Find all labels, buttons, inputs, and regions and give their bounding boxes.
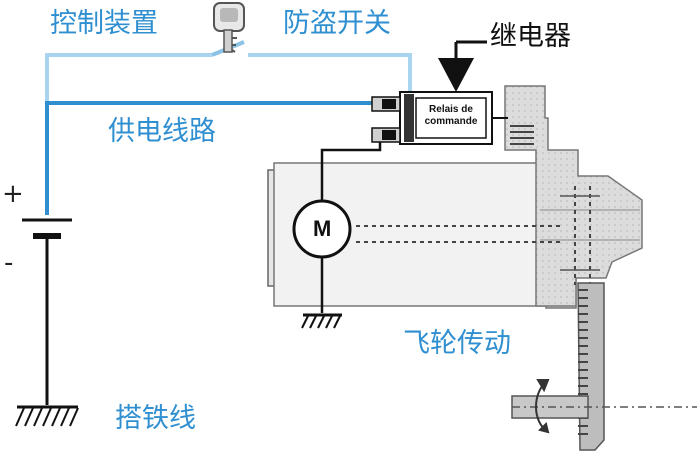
supply-line-label: 供电线路 <box>108 116 216 147</box>
motor-wiring <box>320 142 382 313</box>
battery-positive-sign: + <box>2 179 24 209</box>
battery-negative-sign: - <box>4 248 14 278</box>
relay-box-text: Relais de commande <box>416 104 486 128</box>
relay-arrow-icon <box>438 40 487 92</box>
flywheel-gear <box>511 282 697 451</box>
ground-wire-label: 搭铁线 <box>115 403 196 434</box>
supply-wire <box>45 101 383 215</box>
rotation-arrow-icon <box>535 379 550 434</box>
control-device-label: 控制装置 <box>50 8 158 39</box>
relay-body <box>371 91 534 145</box>
motor-symbol <box>292 199 352 259</box>
battery-ground-symbol <box>15 405 79 427</box>
motor-ground-symbol <box>301 313 342 329</box>
flywheel-drive-label: 飞轮传动 <box>403 328 511 359</box>
relay-text-line1: Relais de <box>429 104 473 115</box>
motor-letter: M <box>313 216 332 241</box>
relay-label: 继电器 <box>490 21 571 52</box>
key-icon <box>213 2 245 53</box>
relay-text-line2: commande <box>424 116 478 127</box>
battery-symbol <box>22 218 72 405</box>
anti-theft-switch-label: 防盗开关 <box>283 8 391 39</box>
